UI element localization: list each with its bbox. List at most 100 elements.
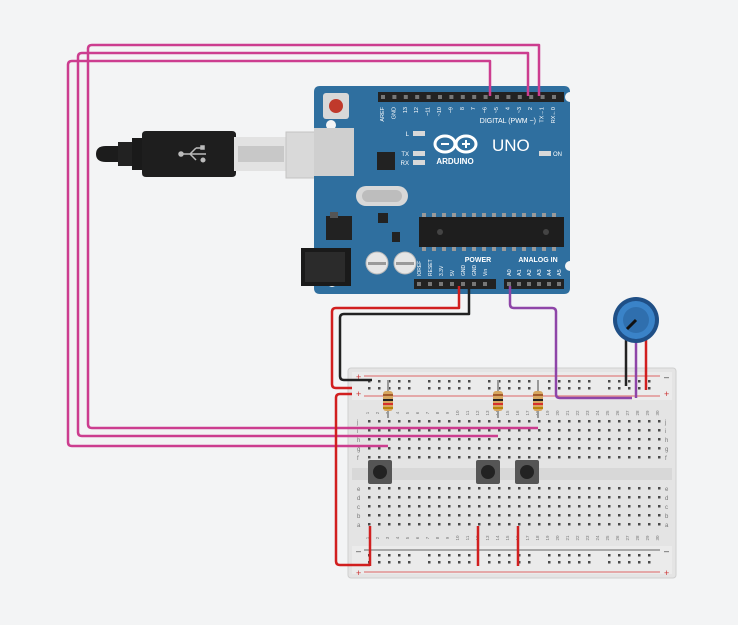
column-number: 1 <box>365 411 370 414</box>
wire-magenta-pin3[interactable] <box>76 51 530 438</box>
digital-pin-label: ~9 <box>448 107 454 113</box>
power-label: POWER <box>465 257 491 264</box>
digital-pin-label: 8 <box>460 107 466 110</box>
power-pin-label: 3.3V <box>439 265 445 276</box>
rail-minus-label: – <box>664 372 669 382</box>
digital-header-label: DIGITAL (PWM ~) <box>480 118 536 125</box>
mount-hole <box>565 261 575 271</box>
analog-pin-label: A1 <box>517 269 523 276</box>
power-pin-label: 5V <box>450 269 456 276</box>
breadboard[interactable]: + + – + – – + + 112233445566778899101011… <box>347 367 677 579</box>
pushbutton[interactable] <box>515 460 539 484</box>
column-number: 21 <box>565 535 570 541</box>
svg-text:–: – <box>664 546 669 556</box>
column-number: 29 <box>645 535 650 541</box>
wire-magenta-pin7[interactable] <box>66 59 492 448</box>
row-letter: j <box>664 420 666 426</box>
svg-text:L: L <box>406 132 410 138</box>
column-number: 6 <box>415 536 420 539</box>
svg-text:TX: TX <box>401 152 409 158</box>
column-number: 28 <box>635 410 640 416</box>
power-pin-label: GND <box>461 265 467 277</box>
digital-pin-label: 4 <box>505 107 511 110</box>
column-number: 7 <box>425 536 430 539</box>
digital-pin-label: AREF <box>380 106 386 121</box>
resistor[interactable] <box>383 380 393 418</box>
row-letter: d <box>665 496 668 502</box>
column-number: 4 <box>395 411 400 414</box>
column-number: 23 <box>585 410 590 416</box>
row-letter: d <box>357 496 360 502</box>
resistor[interactable] <box>493 380 503 418</box>
power-pin-label: Vin <box>483 269 489 276</box>
analog-label: ANALOG IN <box>518 257 557 264</box>
wire-magenta-pin2[interactable] <box>86 43 541 430</box>
svg-text:–: – <box>356 546 361 556</box>
voltage-regulator <box>326 216 352 240</box>
column-number: 25 <box>605 535 610 541</box>
svg-text:+: + <box>664 389 669 399</box>
column-number: 12 <box>475 410 480 416</box>
column-number: 3 <box>385 536 390 539</box>
row-letter: b <box>357 514 361 520</box>
brand-word: ARDUINO <box>436 157 473 166</box>
power-pin-label: GND <box>472 265 478 277</box>
digital-pin-label: ~11 <box>426 107 432 116</box>
digital-pin-label: ~5 <box>494 107 500 113</box>
row-letter: g <box>665 447 668 453</box>
reset-button[interactable] <box>323 93 349 119</box>
wire-red-5v[interactable] <box>330 286 461 390</box>
resistor[interactable] <box>533 380 543 418</box>
row-letter: i <box>357 429 358 435</box>
row-letter: c <box>357 505 360 511</box>
wire-black-gnd[interactable] <box>338 286 471 382</box>
arduino-logo-icon <box>433 134 478 154</box>
digital-pin-label: ~3 <box>517 107 523 113</box>
svg-text:+: + <box>664 568 669 578</box>
row-letter: j <box>356 420 358 426</box>
column-number: 20 <box>555 410 560 416</box>
usb-symbol-icon <box>178 145 206 163</box>
mount-hole <box>565 92 575 102</box>
column-number: 15 <box>505 410 510 416</box>
column-number: 5 <box>405 411 410 414</box>
column-number: 20 <box>555 535 560 541</box>
analog-pin-label: A3 <box>537 269 543 276</box>
pushbutton[interactable] <box>476 460 500 484</box>
pushbutton[interactable] <box>368 460 392 484</box>
usb-cable[interactable] <box>96 131 353 179</box>
column-number: 30 <box>655 535 660 541</box>
wire-red-rail-left[interactable] <box>334 392 370 567</box>
column-number: 18 <box>535 535 540 541</box>
row-letter: c <box>665 505 668 511</box>
potentiometer[interactable] <box>613 297 659 398</box>
wire-purple-a0[interactable] <box>508 286 632 400</box>
atmega-chip <box>419 213 564 251</box>
column-number: 23 <box>585 535 590 541</box>
on-led <box>539 151 551 156</box>
mount-hole <box>326 120 336 130</box>
svg-text:RX: RX <box>401 161 409 167</box>
row-letter: b <box>665 514 669 520</box>
column-number: 26 <box>615 535 620 541</box>
column-number: 1 <box>365 536 370 539</box>
digital-pin-label: ~10 <box>437 107 443 116</box>
row-letter: e <box>665 487 669 493</box>
column-number: 9 <box>445 536 450 539</box>
button-wires-red[interactable] <box>368 526 520 566</box>
column-number: 2 <box>375 536 380 539</box>
column-number: 27 <box>625 410 630 416</box>
column-number: 10 <box>455 410 460 416</box>
usb-jack <box>314 128 354 176</box>
analog-pin-label: A0 <box>507 269 513 276</box>
capacitors <box>365 251 417 275</box>
column-number: 11 <box>465 535 470 540</box>
column-number: 21 <box>565 410 570 416</box>
usb-chip <box>377 152 395 170</box>
column-number: 11 <box>465 410 470 415</box>
digital-pin-label: RX←0 <box>551 107 557 123</box>
power-jack <box>301 248 351 286</box>
